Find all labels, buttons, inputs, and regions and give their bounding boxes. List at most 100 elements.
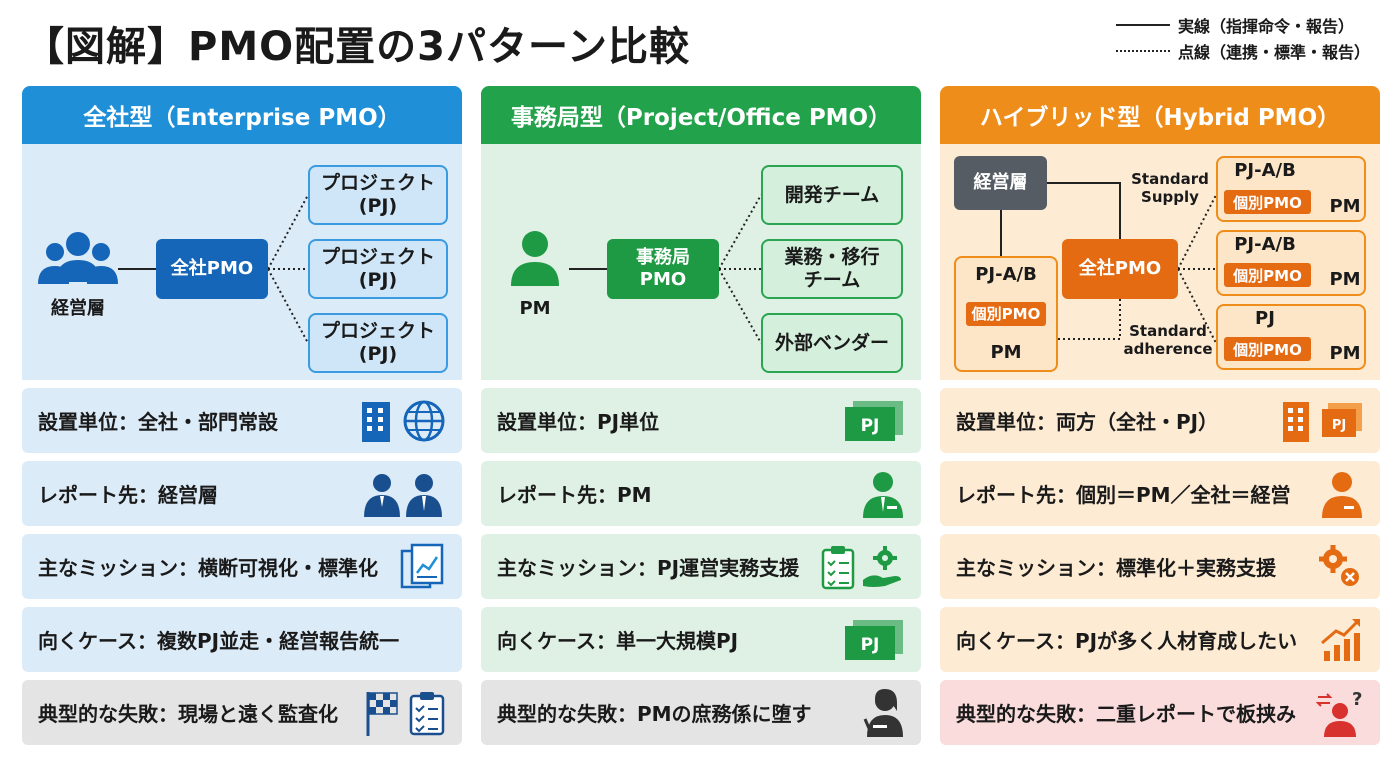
right-pj-title-1: PJ-A/B xyxy=(1234,160,1296,181)
hybrid-pmo-node: 全社PMO xyxy=(1062,239,1178,299)
row-installation-unit: 設置単位：PJ単位 PJ xyxy=(481,388,921,453)
row-label: レポート先：経営層 xyxy=(38,483,218,507)
column-hybrid: ハイブリッド型（Hybrid PMO） 経営層 全社PMO Standard S… xyxy=(940,86,1380,753)
office-connectors xyxy=(511,194,762,344)
left-pj-pm: PM xyxy=(990,342,1022,364)
legend-solid: 実線（指揮命令・報告） xyxy=(1115,12,1370,38)
standard-adherence-label: Standard adherence xyxy=(1123,322,1213,358)
dotted-line-sample xyxy=(1115,50,1170,52)
pj-folder-text: PJ xyxy=(861,635,880,655)
right-pj-pm-1: PM xyxy=(1329,196,1361,217)
hybrid-exec-node: 経営層 xyxy=(954,156,1047,210)
globe-icon xyxy=(403,400,445,441)
checkered-flag-icon xyxy=(366,691,398,736)
legend-dotted: 点線（連携・標準・報告） xyxy=(1115,38,1370,64)
team-node-business: 業務・移行 チーム xyxy=(761,239,903,299)
row-mission: 主なミッション：標準化＋実務支援 xyxy=(940,534,1380,599)
row-label: 設置単位：PJ単位 xyxy=(497,410,660,434)
right-pj-badge-3: 個別PMO xyxy=(1224,337,1311,361)
hybrid-diagram: 経営層 全社PMO Standard Supply Standard adher… xyxy=(940,144,1380,380)
column-enterprise: 全社型（Enterprise PMO） 経営層 全社PMO プロジェクト (PJ… xyxy=(22,86,462,753)
checklist-icon xyxy=(409,691,445,735)
row-report-to: レポート先：経営層 xyxy=(22,461,462,526)
team-node-dev: 開発チーム xyxy=(761,165,903,225)
pj-folder-text: PJ xyxy=(1332,418,1346,433)
pj-folder-icon: PJ xyxy=(845,619,903,660)
right-pj-badge-2: 個別PMO xyxy=(1224,263,1311,287)
left-pj-title: PJ-A/B xyxy=(975,264,1037,285)
executive-pair-icon xyxy=(364,473,442,517)
pm-person-orange-icon xyxy=(1322,471,1362,518)
legend-solid-label: 実線（指揮命令・報告） xyxy=(1177,17,1354,36)
row-typical-failure: 典型的な失敗：PMの庶務係に堕す xyxy=(481,680,921,745)
row-mission: 主なミッション：PJ運営実務支援 xyxy=(481,534,921,599)
right-pj-pm-3: PM xyxy=(1329,343,1361,364)
office-diagram: PM 事務局 PMO 開発チーム 業務・移行 チーム 外部ベンダー xyxy=(481,144,921,380)
row-installation-unit: 設置単位：両方（全社・PJ） PJ xyxy=(940,388,1380,453)
clerk-icon xyxy=(863,688,903,737)
row-label: 設置単位：全社・部門常設 xyxy=(38,410,278,434)
clipboard-icon xyxy=(821,545,855,589)
building-icon xyxy=(362,401,390,442)
pm-person-icon xyxy=(511,231,559,286)
building-orange-icon xyxy=(1283,401,1309,442)
row-mission: 主なミッション：横断可視化・標準化 xyxy=(22,534,462,599)
row-report-to: レポート先：個別＝PM／全社＝経営 xyxy=(940,461,1380,526)
pm-person-icon xyxy=(863,471,903,518)
row-suitable-case: 向くケース：単一大規模PJ PJ xyxy=(481,607,921,672)
column-header: 全社型（Enterprise PMO） xyxy=(22,86,462,144)
row-label: 向くケース：単一大規模PJ xyxy=(497,629,739,653)
left-pj-box: PJ-A/B 個別PMO PM xyxy=(954,256,1058,372)
executives-icon xyxy=(38,232,118,284)
row-typical-failure: 典型的な失敗：現場と遠く監査化 xyxy=(22,680,462,745)
row-label: 典型的な失敗：二重レポートで板挟み xyxy=(956,702,1296,726)
enterprise-pmo-node: 全社PMO xyxy=(156,239,268,299)
growth-chart-icon xyxy=(1321,618,1360,661)
row-typical-failure: 典型的な失敗：二重レポートで板挟み ? xyxy=(940,680,1380,745)
enterprise-connectors xyxy=(38,194,309,344)
row-installation-unit: 設置単位：全社・部門常設 xyxy=(22,388,462,453)
right-pj-title-2: PJ-A/B xyxy=(1234,234,1296,255)
gears-icon xyxy=(1319,544,1359,586)
report-documents-icon xyxy=(400,543,444,588)
row-report-to: レポート先：PM xyxy=(481,461,921,526)
enterprise-diagram: 経営層 全社PMO プロジェクト (PJ) プロジェクト (PJ) プロジェクト… xyxy=(22,144,462,380)
row-label: 向くケース：複数PJ並走・経営報告統一 xyxy=(38,629,400,653)
exec-label: 経営層 xyxy=(51,298,105,319)
pm-label: PM xyxy=(519,298,551,319)
team-node-vendor: 外部ベンダー xyxy=(761,313,903,373)
svg-text:?: ? xyxy=(1352,689,1362,710)
row-suitable-case: 向くケース：PJが多く人材育成したい xyxy=(940,607,1380,672)
row-label: 典型的な失敗：現場と遠く監査化 xyxy=(38,702,338,726)
row-label: 主なミッション：PJ運営実務支援 xyxy=(497,556,800,580)
right-pj-title-3: PJ xyxy=(1255,308,1275,329)
pj-folder-orange-icon: PJ xyxy=(1322,402,1362,437)
row-label: 向くケース：PJが多く人材育成したい xyxy=(956,629,1298,653)
right-pj-badge-1: 個別PMO xyxy=(1224,190,1311,214)
project-node-2: プロジェクト (PJ) xyxy=(308,239,448,299)
row-label: 典型的な失敗：PMの庶務係に堕す xyxy=(497,702,812,726)
pj-folder-icon: PJ xyxy=(845,400,903,441)
row-label: レポート先：PM xyxy=(497,483,652,507)
standard-supply-label: Standard Supply xyxy=(1131,170,1209,206)
column-office: 事務局型（Project/Office PMO） PM 事務局 PMO 開発チー… xyxy=(481,86,921,753)
project-node-1: プロジェクト (PJ) xyxy=(308,165,448,225)
row-label: 主なミッション：横断可視化・標準化 xyxy=(38,556,378,580)
office-pmo-node: 事務局 PMO xyxy=(607,239,719,299)
page-title: 【図解】PMO配置の3パターン比較 xyxy=(24,24,690,70)
row-suitable-case: 向くケース：複数PJ並走・経営報告統一 xyxy=(22,607,462,672)
row-label: 主なミッション：標準化＋実務支援 xyxy=(956,556,1276,580)
support-gear-hand-icon xyxy=(863,545,901,587)
legend: 実線（指揮命令・報告） 点線（連携・標準・報告） xyxy=(1115,12,1370,64)
row-label: レポート先：個別＝PM／全社＝経営 xyxy=(956,483,1291,507)
confused-person-icon: ? xyxy=(1316,689,1362,737)
pj-folder-text: PJ xyxy=(861,416,880,436)
left-pj-badge: 個別PMO xyxy=(965,302,1047,326)
project-node-3: プロジェクト (PJ) xyxy=(308,313,448,373)
column-header: 事務局型（Project/Office PMO） xyxy=(481,86,921,144)
right-pj-pm-2: PM xyxy=(1329,269,1361,290)
row-label: 設置単位：両方（全社・PJ） xyxy=(956,410,1219,434)
column-header: ハイブリッド型（Hybrid PMO） xyxy=(940,86,1380,144)
solid-line-sample xyxy=(1115,24,1170,26)
legend-dotted-label: 点線（連携・標準・報告） xyxy=(1177,43,1370,62)
